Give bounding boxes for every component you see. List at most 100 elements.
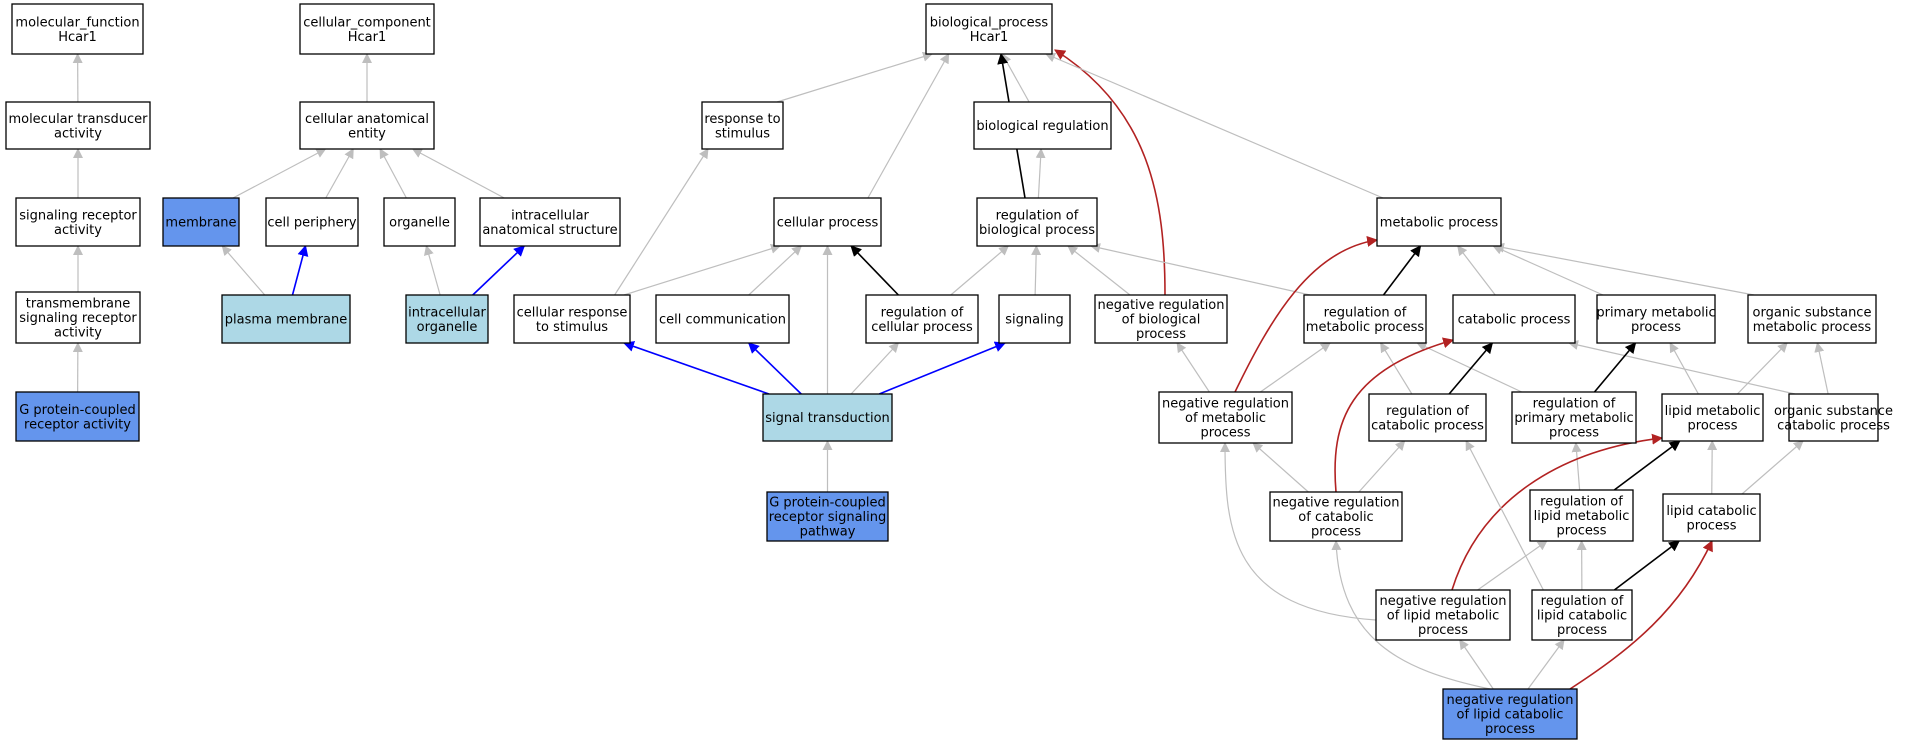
term-node-ccom[interactable]: cell communication (655, 294, 790, 344)
term-box[interactable] (1368, 393, 1487, 442)
term-label-line: of biological (1122, 313, 1201, 328)
term-label-line: to stimulus (536, 320, 608, 335)
term-box[interactable] (479, 197, 621, 247)
edge-nrcatp-to-rcatp (1358, 440, 1406, 493)
term-box[interactable] (762, 393, 893, 442)
edge-nrbp-to-rbp (1067, 245, 1131, 296)
term-box[interactable] (299, 3, 435, 55)
term-box[interactable] (1788, 393, 1879, 442)
term-node-mem[interactable]: membrane (162, 197, 240, 247)
term-label-line: process (1201, 426, 1251, 441)
term-box[interactable] (162, 197, 240, 247)
edge-pm-to-cp (291, 244, 309, 296)
term-box[interactable] (221, 294, 351, 344)
term-box[interactable] (655, 294, 790, 344)
term-box[interactable] (1442, 688, 1578, 740)
term-box[interactable] (1269, 491, 1403, 542)
term-box[interactable] (1661, 393, 1764, 442)
term-box[interactable] (998, 294, 1071, 344)
term-box[interactable] (1094, 294, 1228, 344)
term-box[interactable] (383, 197, 456, 247)
term-box[interactable] (701, 101, 784, 150)
term-box[interactable] (1529, 489, 1634, 542)
term-node-pm[interactable]: plasma membrane (221, 294, 351, 344)
term-box[interactable] (1511, 391, 1637, 444)
term-node-org[interactable]: organelle (383, 197, 456, 247)
term-box[interactable] (299, 101, 435, 150)
term-node-breg[interactable]: biological regulation (973, 101, 1112, 150)
term-label-line: regulation of (1386, 404, 1469, 419)
term-node-metp[interactable]: metabolic process (1376, 197, 1502, 247)
term-label-line: primary metabolic (1514, 411, 1633, 426)
term-node-catp[interactable]: catabolic process (1452, 294, 1576, 344)
term-box[interactable] (1376, 197, 1502, 247)
term-box[interactable] (15, 391, 140, 442)
term-box[interactable] (513, 294, 631, 344)
term-box[interactable] (1375, 589, 1511, 641)
term-box[interactable] (925, 3, 1053, 55)
term-box[interactable] (1452, 294, 1576, 344)
term-node-cp[interactable]: cell periphery (265, 197, 359, 247)
term-box[interactable] (766, 491, 889, 542)
term-box[interactable] (865, 294, 979, 344)
edge-st-to-ccom (747, 342, 802, 395)
term-box[interactable] (976, 197, 1098, 247)
term-label-line: of metabolic (1185, 411, 1266, 426)
edge-nrlmp-to-rlmp (1477, 540, 1548, 591)
edge-oscp-to-catp (1568, 340, 1796, 395)
term-box[interactable] (15, 197, 141, 247)
term-node-sig[interactable]: signaling (998, 294, 1071, 344)
term-node-st[interactable]: signal transduction (762, 393, 893, 442)
term-node-cellp[interactable]: cellular process (773, 197, 882, 247)
term-box[interactable] (1747, 294, 1877, 344)
term-box[interactable] (1662, 493, 1761, 542)
term-box[interactable] (5, 101, 151, 150)
term-label-line: regulation of (1324, 305, 1407, 320)
term-box[interactable] (1531, 589, 1633, 641)
term-box[interactable] (1303, 294, 1427, 344)
term-box[interactable] (11, 3, 144, 55)
term-box[interactable] (1596, 294, 1716, 344)
term-box[interactable] (15, 291, 141, 344)
term-box[interactable] (973, 101, 1112, 150)
edge-metp-to-bp (1045, 52, 1384, 199)
term-label-line: process (1557, 524, 1607, 539)
term-box[interactable] (1158, 391, 1293, 444)
term-box[interactable] (405, 294, 489, 344)
term-box[interactable] (265, 197, 359, 247)
term-label-line: Hcar1 (58, 30, 97, 45)
term-box[interactable] (773, 197, 882, 247)
edge-nrlcp-to-nrcatp (1331, 540, 1491, 690)
edge-nrcatp-to-nrmp (1252, 442, 1309, 493)
